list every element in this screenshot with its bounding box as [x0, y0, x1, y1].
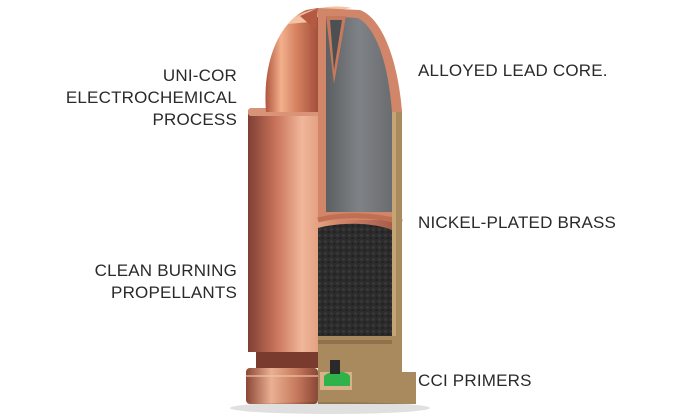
ground-shadow: [230, 402, 430, 414]
propellant-charge: [318, 223, 392, 336]
label-nickel-plated-brass: NICKEL-PLATED BRASS: [418, 213, 617, 232]
extractor-groove: [256, 352, 318, 368]
label-alloyed-lead-core: ALLOYED LEAD CORE.: [418, 61, 608, 80]
lead-core: [326, 16, 392, 212]
label-uni-cor-process: UNI-COR ELECTROCHEMICAL PROCESS: [65, 66, 237, 129]
primer-compound: [324, 371, 350, 386]
label-cci-primers: CCI PRIMERS: [418, 371, 532, 390]
case-rim: [246, 368, 318, 404]
label-clean-burning-propellants: CLEAN BURNING PROPELLANTS: [94, 261, 237, 302]
bullet-jacket: [265, 8, 318, 112]
